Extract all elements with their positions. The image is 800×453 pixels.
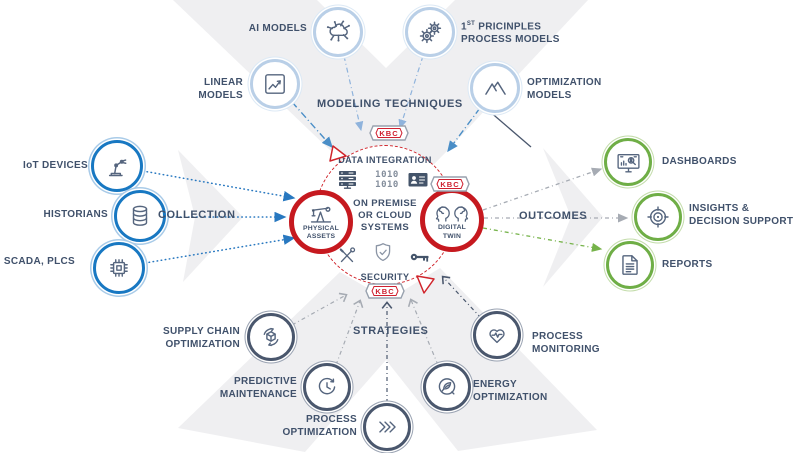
node-process-monitoring bbox=[473, 311, 521, 359]
label-dashboards: DASHBOARDS bbox=[662, 156, 737, 167]
node-iot-devices bbox=[91, 140, 143, 192]
mountains-icon bbox=[484, 81, 506, 95]
gears-icon bbox=[419, 21, 442, 44]
document-icon bbox=[622, 255, 638, 275]
label-linear-models: LINEAR MODELS bbox=[198, 77, 243, 101]
label-scada-plcs: SCADA, PLCS bbox=[3, 256, 75, 267]
monitor-icon bbox=[616, 153, 640, 173]
label-historians: HISTORIANS bbox=[43, 209, 108, 220]
server-stack-icon bbox=[339, 171, 356, 189]
target-icon bbox=[647, 206, 669, 228]
node-first-principles bbox=[405, 7, 455, 57]
line-chart-icon bbox=[265, 74, 285, 94]
shield-check-icon bbox=[375, 243, 391, 262]
pumpjack-icon bbox=[310, 206, 332, 223]
clock-icon bbox=[318, 377, 336, 395]
label-supply-chain: SUPPLY CHAIN OPTIMIZATION bbox=[163, 326, 240, 350]
svg-text:KBC: KBC bbox=[379, 129, 398, 138]
label-optimization-models: OPTIMIZATION MODELS bbox=[527, 77, 602, 101]
node-ai-models bbox=[313, 7, 363, 57]
node-energy-optimization bbox=[423, 363, 471, 411]
label-outcomes: OUTCOMES bbox=[519, 210, 588, 222]
digital-twin-label: DIGITAL TWIN bbox=[437, 224, 467, 240]
label-process-optimization: PROCESS OPTIMIZATION bbox=[282, 414, 357, 438]
leaf-icon bbox=[438, 378, 456, 395]
hub-data-integration-label: DATA INTEGRATION bbox=[338, 155, 432, 165]
digital-twin-heads-icon bbox=[435, 206, 469, 223]
label-modeling-techniques: MODELING TECHNIQUES bbox=[317, 98, 463, 110]
modeling-funnel-shape bbox=[173, 0, 588, 213]
label-process-monitoring: PROCESS MONITORING bbox=[532, 331, 600, 355]
label-iot-devices: IoT DEVICES bbox=[23, 160, 88, 171]
node-supply-chain bbox=[247, 313, 295, 361]
node-dashboards bbox=[604, 138, 652, 186]
key-icon bbox=[410, 253, 429, 262]
node-optimization-models bbox=[470, 63, 520, 113]
label-insights: INSIGHTS & DECISION SUPPORT bbox=[689, 203, 794, 227]
kbc-logo-top: KBC bbox=[369, 125, 409, 141]
node-physical-assets: PHYSICAL ASSETS bbox=[289, 190, 353, 254]
svg-text:KBC: KBC bbox=[440, 180, 459, 189]
label-reports: REPORTS bbox=[662, 259, 713, 270]
label-collection: COLLECTION bbox=[158, 209, 236, 221]
tools-icon bbox=[339, 247, 356, 263]
database-icon bbox=[132, 205, 148, 226]
kbc-logo-digital-twin: KBC bbox=[430, 176, 470, 192]
node-scada-plcs bbox=[93, 242, 145, 294]
cube-recycle-icon bbox=[263, 327, 279, 347]
physical-assets-label: PHYSICAL ASSETS bbox=[303, 224, 339, 240]
ai-network-icon bbox=[326, 19, 350, 42]
label-predictive-maintenance: PREDICTIVE MAINTENANCE bbox=[219, 376, 297, 400]
hub-core-label: ON PREMISE OR CLOUD SYSTEMS bbox=[353, 198, 417, 234]
node-digital-twin: DIGITAL TWIN bbox=[420, 188, 484, 252]
svg-text:KBC: KBC bbox=[375, 287, 394, 296]
node-linear-models bbox=[250, 59, 300, 109]
heart-pulse-icon bbox=[489, 329, 505, 344]
label-ai-models: AI MODELS bbox=[248, 23, 307, 34]
chevrons-icon bbox=[379, 421, 396, 433]
label-energy-optimization: ENERGY OPTIMIZATION bbox=[473, 379, 548, 403]
label-strategies: STRATEGIES bbox=[353, 325, 429, 337]
id-card-icon bbox=[408, 173, 428, 187]
node-predictive-maintenance bbox=[303, 363, 351, 411]
node-insights bbox=[634, 193, 682, 241]
hub-security-label: SECURITY bbox=[360, 272, 410, 282]
binary-code-text: 1010 1010 bbox=[375, 170, 399, 191]
node-process-optimization bbox=[363, 403, 411, 451]
kbc-logo-bottom: KBC bbox=[365, 283, 405, 299]
node-reports bbox=[606, 241, 654, 289]
robot-arm-icon bbox=[108, 158, 126, 176]
chip-icon bbox=[110, 259, 128, 277]
